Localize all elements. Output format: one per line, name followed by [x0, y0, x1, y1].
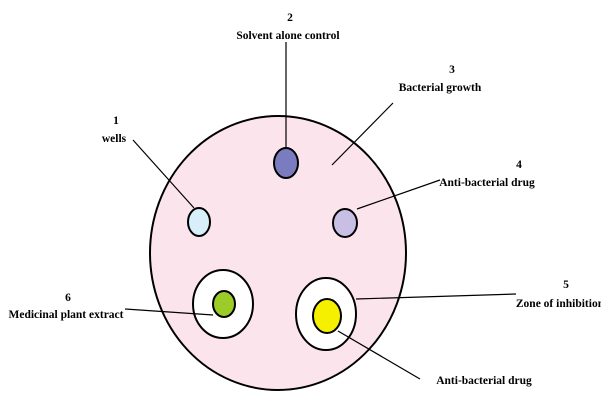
- well-empty: [188, 208, 210, 236]
- label-number-2: 2: [287, 12, 293, 24]
- label-number-6: 6: [65, 292, 71, 304]
- label-number-1: 1: [113, 115, 119, 127]
- label-bacterial-growth: Bacterial growth: [399, 82, 482, 94]
- label-number-4: 4: [516, 159, 522, 171]
- well-antibacterial-drug: [333, 209, 357, 237]
- label-zone-of-inhibition: Zone of inhibition: [516, 298, 601, 310]
- label-antibacterial-drug-well: Anti-bacterial drug: [439, 177, 535, 189]
- well-solvent-control: [274, 148, 298, 178]
- label-number-5: 5: [563, 279, 569, 291]
- label-solvent-control: Solvent alone control: [236, 30, 339, 42]
- label-wells: wells: [102, 133, 127, 145]
- antibacterial-drug-disc: [313, 299, 341, 333]
- label-medicinal-plant-extract: Medicinal plant extract: [9, 309, 124, 321]
- well-medicinal-plant-extract: [213, 291, 235, 317]
- label-antibacterial-drug-disc: Anti-bacterial drug: [436, 375, 532, 387]
- label-number-3: 3: [449, 64, 455, 76]
